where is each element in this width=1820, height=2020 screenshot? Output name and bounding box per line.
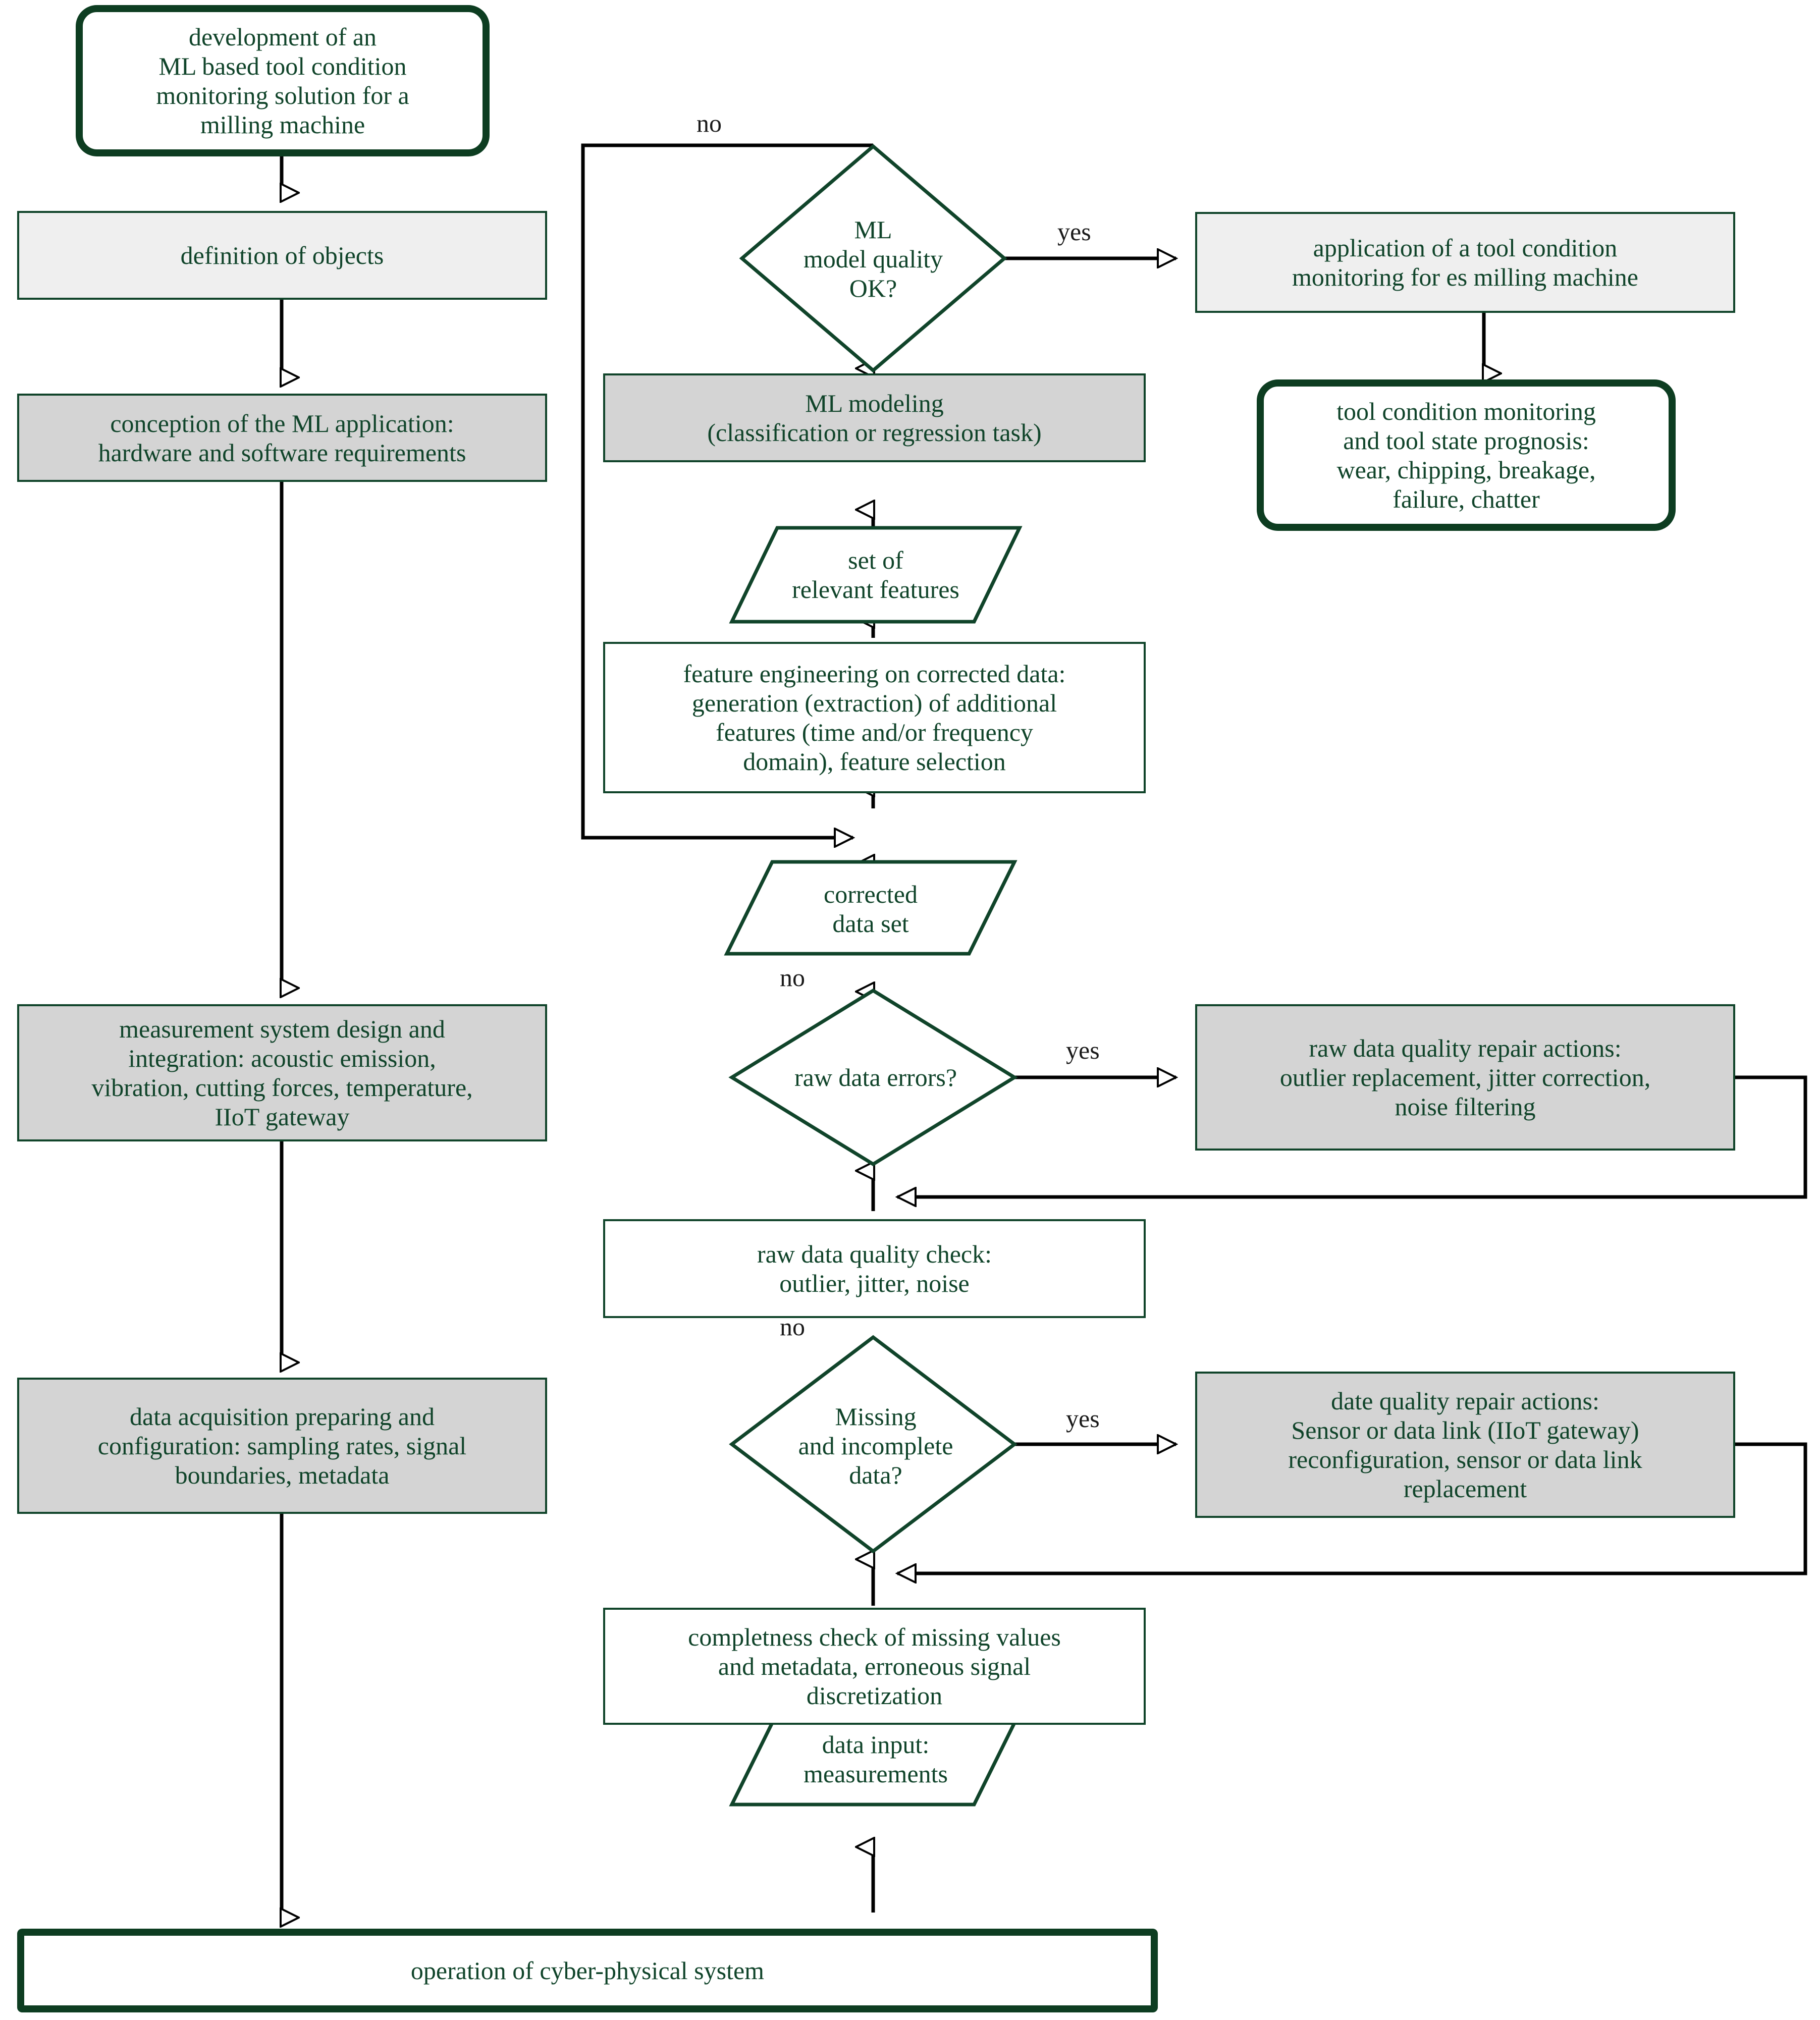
- raw-data-quality-check-box[interactable]: raw data quality check:outlier, jitter, …: [603, 1219, 1146, 1318]
- data-corrected-data-set: [724, 860, 1018, 956]
- date-quality-repair-box[interactable]: date quality repair actions:Sensor or da…: [1195, 1372, 1735, 1518]
- edge-label-raw-data-errors-yes: yes: [1066, 1036, 1100, 1064]
- feature-engineering-box[interactable]: feature engineering on corrected data:ge…: [603, 642, 1146, 793]
- decision-ml-quality: [739, 144, 1007, 373]
- conception-box[interactable]: conception of the ML application:hardwar…: [17, 394, 547, 482]
- edge-label-ml-quality-no: no: [697, 109, 722, 137]
- ml-modeling-box[interactable]: ML modeling(classification or regression…: [603, 373, 1146, 462]
- conception-label: conception of the ML application:hardwar…: [98, 409, 466, 467]
- edge-label-ml-quality-yes: yes: [1057, 217, 1091, 246]
- raw-data-quality-check-label: raw data quality check:outlier, jitter, …: [757, 1240, 992, 1297]
- definition-of-objects-box[interactable]: definition of objects: [17, 211, 547, 300]
- raw-data-repair-label: raw data quality repair actions:outlier …: [1279, 1034, 1651, 1121]
- edge-label-missing-data-yes: yes: [1066, 1404, 1100, 1433]
- edge-label-missing-data-no: no: [780, 1313, 805, 1341]
- data-set-of-features: [729, 526, 1023, 624]
- raw-data-repair-box[interactable]: raw data quality repair actions:outlier …: [1195, 1004, 1735, 1151]
- date-quality-repair-label: date quality repair actions:Sensor or da…: [1288, 1387, 1642, 1503]
- edge-label-raw-data-errors-no: no: [780, 963, 805, 992]
- data-input-label[interactable]: data input:measurements: [803, 1730, 948, 1788]
- feature-engineering-label: feature engineering on corrected data:ge…: [683, 660, 1066, 776]
- decision-raw-data-errors-label[interactable]: raw data errors?: [794, 1063, 957, 1091]
- definition-of-objects-label: definition of objects: [180, 241, 384, 269]
- operation-cps-terminator[interactable]: operation of cyber-physical system: [17, 1929, 1158, 2012]
- decision-missing-data: [729, 1335, 1018, 1554]
- decision-raw-data-errors: [728, 988, 1018, 1167]
- ml-modeling-label: ML modeling(classification or regression…: [707, 389, 1042, 447]
- operation-cps-label: operation of cyber-physical system: [410, 1956, 765, 1985]
